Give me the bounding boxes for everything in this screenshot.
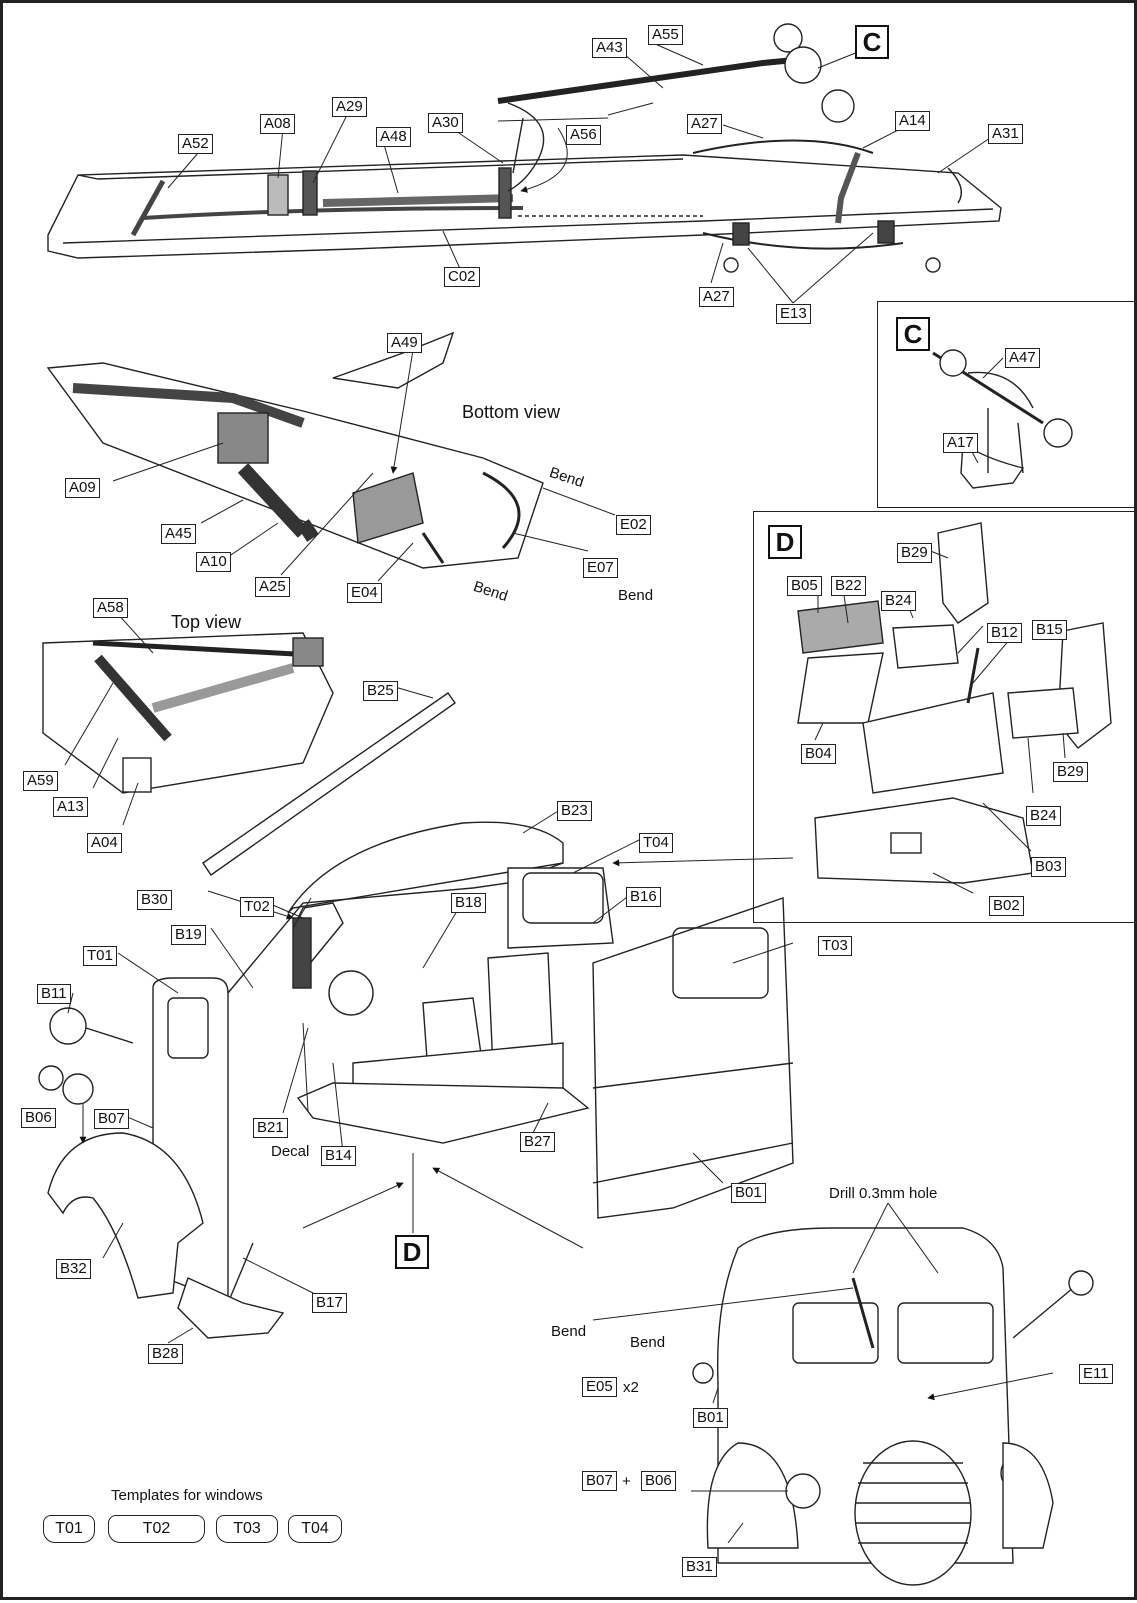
part-label-a58: A58 xyxy=(93,598,128,618)
part-label-b21: B21 xyxy=(253,1118,288,1138)
bottom-view-title: Bottom view xyxy=(462,402,561,422)
part-label-b06: B06 xyxy=(21,1108,56,1128)
assembly-line-art xyxy=(38,23,1112,1586)
decal-note: Decal xyxy=(271,1143,310,1160)
callout-letter-d: D xyxy=(395,1235,429,1269)
part-label-b24-top: B24 xyxy=(881,591,916,611)
part-label-t02: T02 xyxy=(240,897,274,917)
part-label-e04: E04 xyxy=(347,583,382,603)
part-label-b01-cab: B01 xyxy=(731,1183,766,1203)
part-label-a31: A31 xyxy=(988,124,1023,144)
part-label-a04: A04 xyxy=(87,833,122,853)
front-axle-top-view xyxy=(42,632,456,876)
part-label-a09: A09 xyxy=(65,478,100,498)
part-label-e07: E07 xyxy=(583,558,618,578)
part-label-e11: E11 xyxy=(1079,1364,1113,1384)
part-label-b30: B30 xyxy=(137,890,172,910)
template-t03: T03 xyxy=(216,1515,278,1543)
part-label-a59: A59 xyxy=(23,771,58,791)
templates-title: Templates for windows xyxy=(111,1487,263,1504)
part-label-a48: A48 xyxy=(376,127,411,147)
plus-sign: + xyxy=(622,1473,631,1490)
part-label-b27: B27 xyxy=(520,1132,555,1152)
part-label-a49: A49 xyxy=(387,333,422,353)
subassembly-c-drawing xyxy=(932,349,1073,489)
part-label-c02: C02 xyxy=(444,267,480,287)
part-label-b12: B12 xyxy=(987,623,1022,643)
part-label-b23: B23 xyxy=(557,801,592,821)
front-suspension-bottom-view xyxy=(46,331,544,569)
part-label-b28: B28 xyxy=(148,1344,183,1364)
part-label-a55: A55 xyxy=(648,25,683,45)
drill-note: Drill 0.3mm hole xyxy=(829,1185,938,1202)
bend-note-e05-b: Bend xyxy=(630,1334,666,1351)
part-label-b05: B05 xyxy=(787,576,822,596)
part-label-a13: A13 xyxy=(53,797,88,817)
part-label-a52: A52 xyxy=(178,134,213,154)
part-label-b02: B02 xyxy=(989,896,1024,916)
part-label-a43: A43 xyxy=(592,38,627,58)
part-label-b14: B14 xyxy=(321,1146,356,1166)
part-label-t04: T04 xyxy=(639,833,673,853)
panel-c-letter: C xyxy=(896,317,930,351)
fender-and-step-drawing xyxy=(38,1007,285,1339)
subassembly-c-panel xyxy=(877,301,1136,508)
part-label-b25: B25 xyxy=(363,681,398,701)
part-label-a27-bottom: A27 xyxy=(699,287,734,307)
chassis-frame-drawing xyxy=(47,23,1002,273)
part-label-b17: B17 xyxy=(312,1293,347,1313)
part-label-t03: T03 xyxy=(818,936,852,956)
template-t02: T02 xyxy=(108,1515,205,1543)
part-label-a14: A14 xyxy=(895,111,930,131)
part-label-b19: B19 xyxy=(171,925,206,945)
subassembly-d-drawing xyxy=(797,522,1112,884)
part-label-b01-truck: B01 xyxy=(693,1408,728,1428)
part-label-a30: A30 xyxy=(428,113,463,133)
template-t04: T04 xyxy=(288,1515,342,1543)
part-label-b15: B15 xyxy=(1032,620,1067,640)
part-label-a10: A10 xyxy=(196,552,231,572)
part-label-t01: T01 xyxy=(83,946,117,966)
part-label-a08: A08 xyxy=(260,114,295,134)
part-label-b24-bottom: B24 xyxy=(1026,806,1061,826)
part-label-b18: B18 xyxy=(451,893,486,913)
part-label-b31: B31 xyxy=(682,1557,717,1577)
part-label-b06-truck: B06 xyxy=(641,1471,676,1491)
top-view-title: Top view xyxy=(171,612,242,632)
part-label-a45: A45 xyxy=(161,524,196,544)
part-label-b29-bottom: B29 xyxy=(1053,762,1088,782)
part-label-b03: B03 xyxy=(1031,857,1066,877)
bend-note-e07: Bend xyxy=(618,587,654,604)
bend-note-e05-a: Bend xyxy=(551,1323,587,1340)
part-label-b22: B22 xyxy=(831,576,866,596)
part-label-a47: A47 xyxy=(1005,348,1040,368)
part-label-e02: E02 xyxy=(616,515,651,535)
part-label-b07-truck: B07 xyxy=(582,1471,617,1491)
part-label-a29: A29 xyxy=(332,97,367,117)
e05-quantity: x2 xyxy=(623,1379,639,1396)
part-label-a27-top: A27 xyxy=(687,114,722,134)
template-t01: T01 xyxy=(43,1515,95,1543)
part-label-a25: A25 xyxy=(255,577,290,597)
callout-letter-c: C xyxy=(855,25,889,59)
part-label-a56: A56 xyxy=(566,125,601,145)
part-label-b04: B04 xyxy=(801,744,836,764)
subassembly-d-panel xyxy=(753,511,1136,923)
panel-d-letter: D xyxy=(768,525,802,559)
part-label-b11: B11 xyxy=(37,984,71,1004)
part-label-e05: E05 xyxy=(582,1377,617,1397)
part-label-b32: B32 xyxy=(56,1259,91,1279)
part-label-b16: B16 xyxy=(626,887,661,907)
part-label-e13: E13 xyxy=(776,304,811,324)
part-label-b07: B07 xyxy=(94,1109,129,1129)
part-label-a17: A17 xyxy=(943,433,978,453)
finished-truck-front-drawing xyxy=(692,1227,1094,1586)
part-label-b29-top: B29 xyxy=(897,543,932,563)
